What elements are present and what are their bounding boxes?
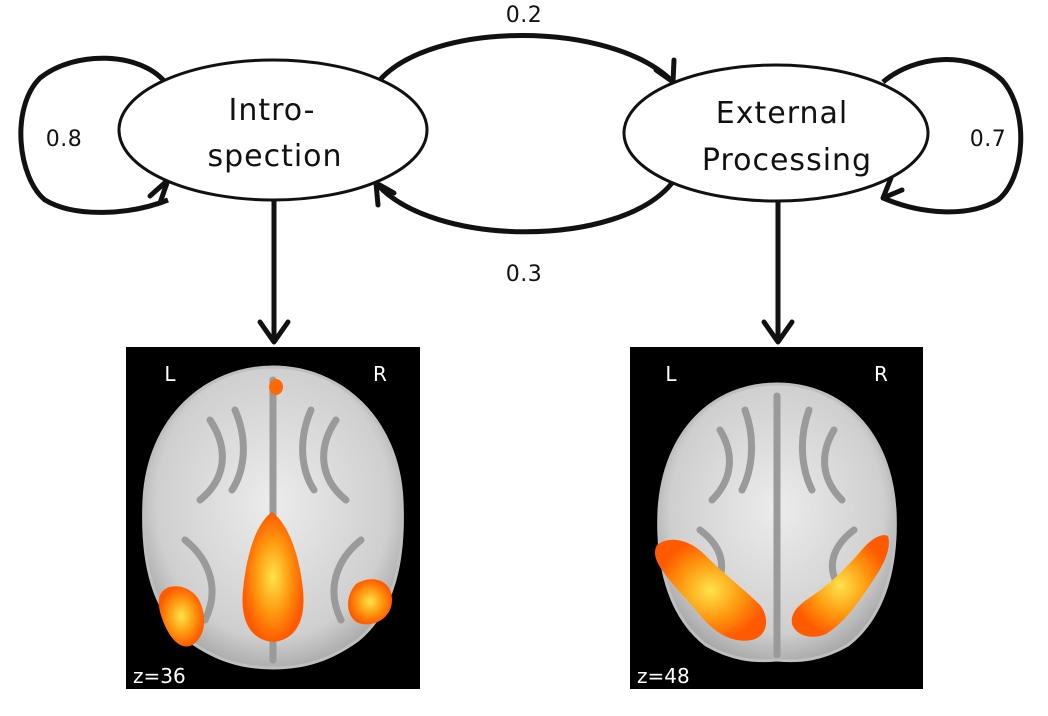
self-loop-external-arrowhead [880, 175, 905, 201]
arrowhead-to-brain-external [761, 319, 795, 345]
introspection-label-line2: spection [207, 139, 342, 174]
activation-introspection-frontal [269, 379, 283, 395]
arrowhead-to-brain-introspection [257, 319, 291, 345]
activation-introspection-left-parietal [158, 586, 205, 647]
state-node-introspection [117, 58, 429, 202]
introspection-label-line1: Intro- [228, 93, 315, 128]
transition-intro-to-external [376, 33, 675, 84]
prob-external-self: 0.7 [970, 127, 1007, 152]
transition-external-to-intro [374, 181, 674, 235]
activation-external-left-parietal [654, 539, 767, 641]
prob-external-to-intro: 0.3 [506, 262, 543, 287]
brain-external-left-marker: L [665, 362, 677, 386]
brain-introspection-right-marker: R [373, 362, 387, 386]
self-loop-introspection [18, 55, 169, 215]
self-loop-introspection-arrowhead [147, 177, 171, 206]
brain-introspection-left-marker: L [164, 362, 176, 386]
self-loop-external [881, 57, 1024, 215]
prob-intro-to-external: 0.2 [506, 3, 543, 28]
external-label-line1: External [716, 96, 848, 131]
transition-intro-to-external-arrowhead [653, 57, 677, 85]
brain-introspection-slice-label: z=36 [133, 664, 186, 688]
transition-external-to-intro-arrowhead [373, 180, 397, 208]
prob-intro-self: 0.8 [46, 127, 83, 152]
activation-introspection-precuneus [242, 512, 304, 642]
brain-map-introspection: L R z=36 [126, 347, 420, 689]
activation-introspection-right-parietal [348, 579, 392, 625]
brain-map-external: L R z=48 [630, 347, 923, 689]
brain-external-right-marker: R [874, 362, 888, 386]
state-node-external [622, 63, 930, 203]
external-label-line2: Processing [702, 143, 872, 178]
brain-external-slice-label: z=48 [637, 664, 690, 688]
activation-external-right-parietal [791, 535, 889, 637]
brain-sulci-external [696, 392, 858, 659]
